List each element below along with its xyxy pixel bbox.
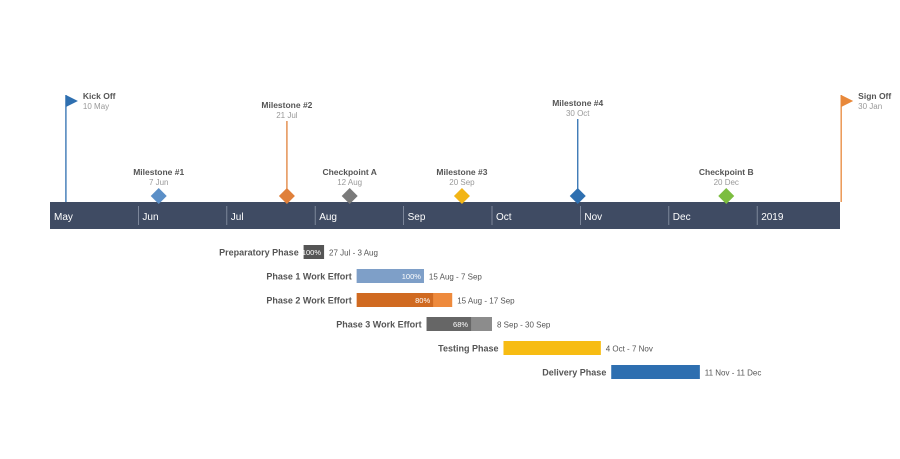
milestone-diamond-icon <box>150 188 167 204</box>
milestone-title: Milestone #4 <box>552 98 603 108</box>
task-bar-progress <box>426 317 472 331</box>
task-bar-progress <box>356 269 424 283</box>
month-label: Dec <box>673 212 691 223</box>
flag-date: 10 May <box>83 102 109 111</box>
milestone-diamond-icon <box>453 188 470 204</box>
task-bar-progress <box>503 341 601 355</box>
milestone-title: Milestone #3 <box>436 167 487 177</box>
task-bar-progress <box>611 365 700 379</box>
milestone-title: Checkpoint B <box>699 167 754 177</box>
task-dates: 11 Nov - 11 Dec <box>705 369 762 378</box>
task-percent: 100% <box>402 272 422 281</box>
milestone-title: Checkpoint A <box>322 167 376 177</box>
milestone-diamond-icon <box>278 188 295 204</box>
month-label: Jun <box>142 212 158 223</box>
month-label: Oct <box>496 212 512 223</box>
milestone-title: Milestone #2 <box>261 100 312 110</box>
month-label: May <box>54 212 73 223</box>
task-name: Delivery Phase <box>542 368 606 378</box>
milestone-title: Milestone #1 <box>133 167 184 177</box>
milestone-diamond-icon <box>718 188 735 204</box>
flag-date: 30 Jan <box>858 102 882 111</box>
milestone-diamond-icon <box>569 188 586 204</box>
month-label: Aug <box>319 212 337 223</box>
task-dates: 15 Aug - 17 Sep <box>457 297 515 306</box>
milestone-diamond-icon <box>341 188 358 204</box>
task-bar-progress <box>303 245 325 259</box>
task-bar-progress <box>356 293 434 307</box>
task-name: Phase 3 Work Effort <box>336 320 421 330</box>
task-dates: 8 Sep - 30 Sep <box>497 321 551 330</box>
task-dates: 4 Oct - 7 Nov <box>606 345 653 354</box>
month-label: Jul <box>231 212 244 223</box>
kickoff-flag-icon <box>65 95 78 107</box>
signoff-flag-icon <box>841 95 854 107</box>
milestone-date: 21 Jul <box>276 111 298 120</box>
flag-title: Sign Off <box>858 91 891 101</box>
milestone-date: 20 Sep <box>449 178 475 187</box>
task-dates: 27 Jul - 3 Aug <box>329 249 378 258</box>
task-name: Phase 1 Work Effort <box>266 272 351 282</box>
task-percent: 80% <box>415 296 430 305</box>
task-percent: 100% <box>302 248 322 257</box>
milestone-date: 30 Oct <box>566 109 590 118</box>
month-label: Nov <box>584 212 602 223</box>
milestone-date: 12 Aug <box>337 178 362 187</box>
task-dates: 15 Aug - 7 Sep <box>429 273 482 282</box>
task-percent: 68% <box>453 320 468 329</box>
month-label: 2019 <box>761 212 784 223</box>
milestone-date: 7 Jun <box>149 178 169 187</box>
task-name: Preparatory Phase <box>219 248 299 258</box>
milestone-date: 20 Dec <box>714 178 739 187</box>
task-name: Phase 2 Work Effort <box>266 296 351 306</box>
timeline-axis <box>50 202 840 229</box>
flag-title: Kick Off <box>83 91 116 101</box>
month-label: Sep <box>408 212 426 223</box>
task-name: Testing Phase <box>438 344 498 354</box>
